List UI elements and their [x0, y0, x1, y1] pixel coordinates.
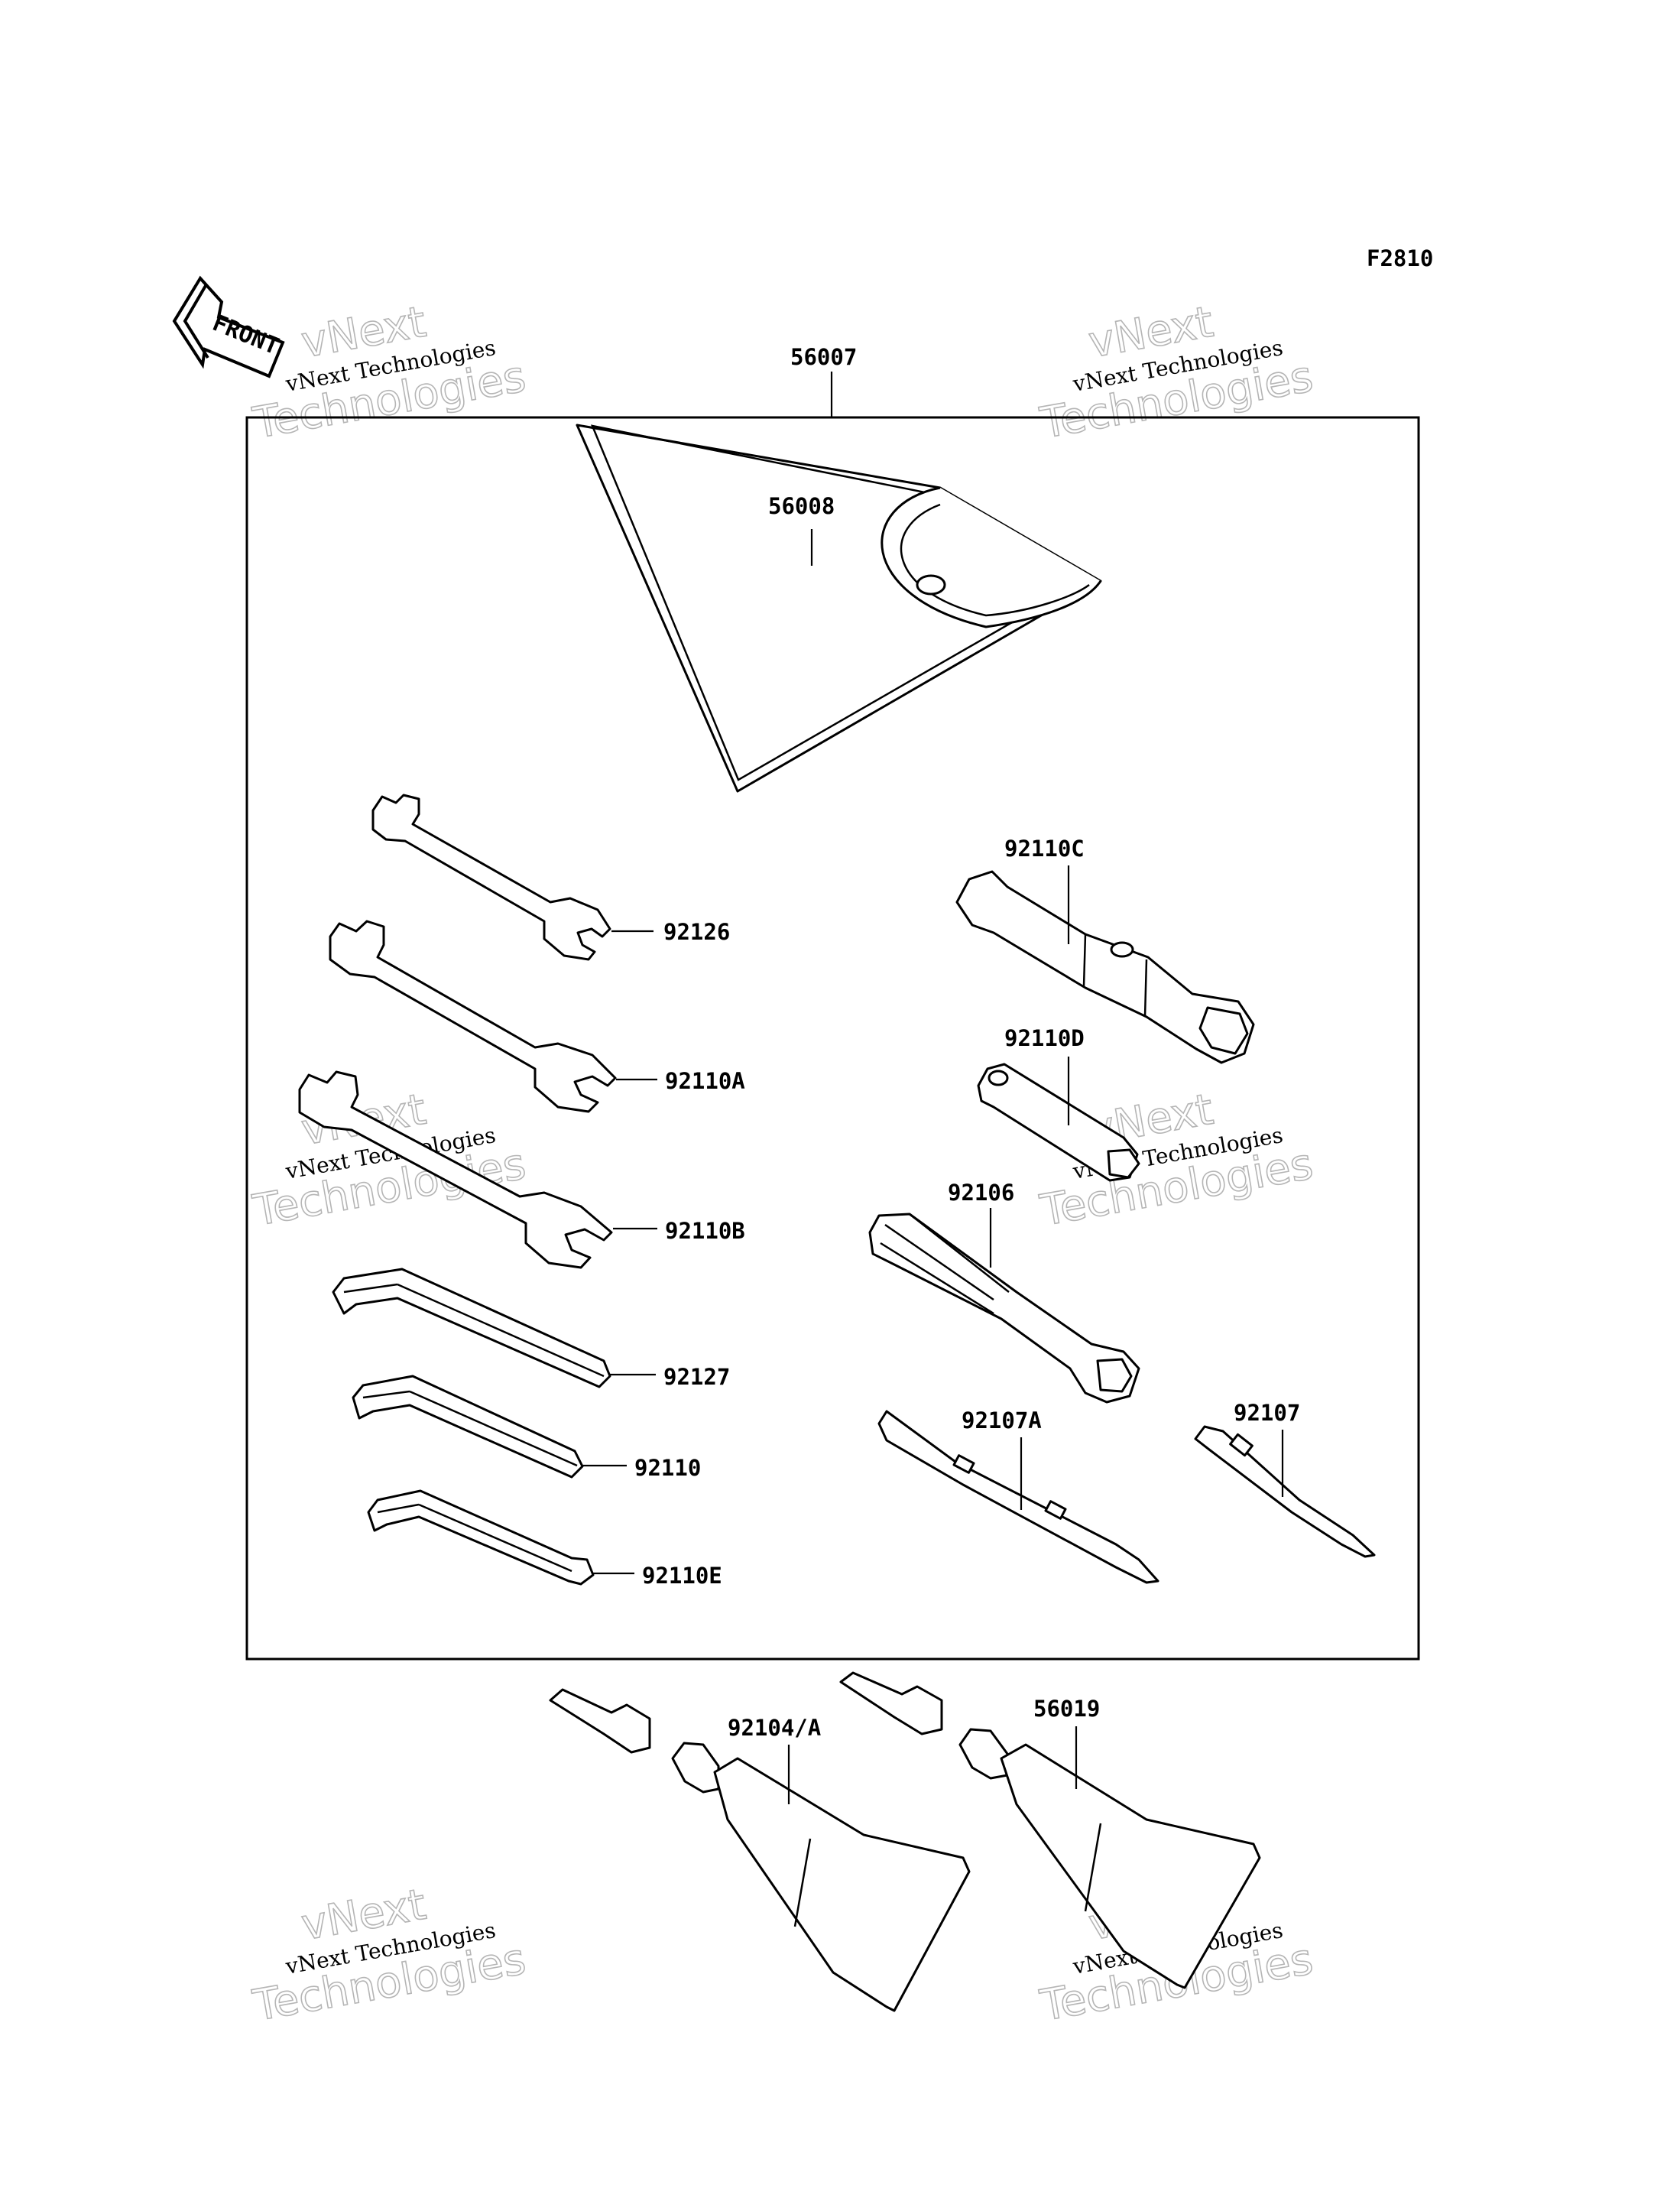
- label-92107[interactable]: 92107: [1234, 1400, 1300, 1426]
- label-92110B[interactable]: 92110B: [665, 1218, 745, 1244]
- watermark-mid-left: vNext Technologies vNext Technologies: [248, 1084, 530, 1237]
- label-92107A[interactable]: 92107A: [962, 1407, 1042, 1433]
- label-92110A[interactable]: 92110A: [665, 1068, 745, 1094]
- driver-bit-92107[interactable]: [1194, 1425, 1376, 1558]
- tool-bag[interactable]: [576, 424, 1102, 793]
- front-arrow-icon: FRONT: [172, 275, 285, 378]
- label-92127[interactable]: 92127: [663, 1364, 730, 1390]
- label-92110D[interactable]: 92110D: [1004, 1025, 1085, 1051]
- label-56008[interactable]: 56008: [768, 493, 835, 519]
- label-92126[interactable]: 92126: [663, 919, 730, 945]
- driver-handle-92106[interactable]: [868, 1213, 1140, 1404]
- grease-tube-56019[interactable]: [839, 1671, 1261, 1989]
- driver-bit-92107A[interactable]: [877, 1410, 1159, 1584]
- wrench-92110B[interactable]: [298, 1070, 613, 1269]
- label-92110E[interactable]: 92110E: [642, 1563, 722, 1589]
- hex-key-92127[interactable]: [332, 1268, 611, 1388]
- grease-tube-92104A[interactable]: [549, 1688, 971, 2012]
- wrench-92126[interactable]: [371, 794, 611, 961]
- watermark-top-right: vNext Technologies vNext Technologies: [1036, 297, 1317, 450]
- label-92110[interactable]: 92110: [634, 1455, 701, 1481]
- wrench-92110A[interactable]: [329, 920, 617, 1113]
- hex-key-92110[interactable]: [352, 1375, 584, 1479]
- label-56019[interactable]: 56019: [1033, 1696, 1100, 1722]
- watermark-top-left: vNext Technologies vNext Technologies: [248, 297, 530, 450]
- label-92110C[interactable]: 92110C: [1004, 836, 1085, 862]
- watermark-bottom-left: vNext Technologies vNext Technologies: [248, 1879, 530, 2032]
- label-92104A[interactable]: 92104/A: [728, 1715, 821, 1741]
- hex-key-92110E[interactable]: [367, 1489, 595, 1586]
- label-92106[interactable]: 92106: [948, 1180, 1014, 1206]
- socket-92110C[interactable]: [955, 870, 1255, 1064]
- kit-box: [245, 416, 1420, 1661]
- tommy-bar-92110D[interactable]: [977, 1063, 1140, 1182]
- label-56007[interactable]: 56007: [790, 344, 857, 370]
- figure-code: F2810: [1367, 245, 1433, 271]
